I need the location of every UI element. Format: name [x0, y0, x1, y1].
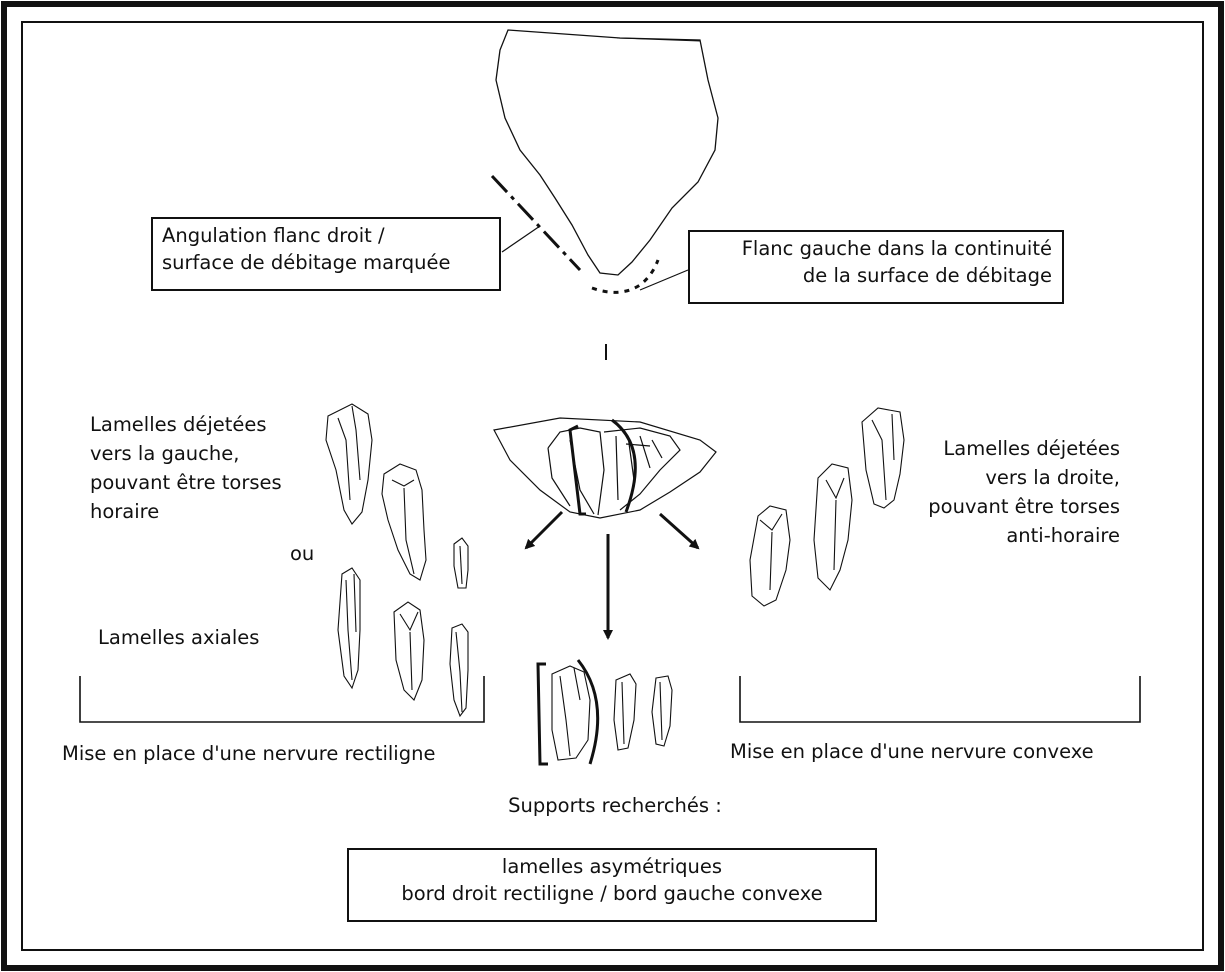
lamelles-droite-line-2: vers la droite,: [900, 463, 1120, 492]
left-group-bracket: [80, 676, 484, 722]
nervure-convexe-label: Mise en place d'une nervure convexe: [730, 738, 1094, 765]
lamelles-droite-line-4: anti-horaire: [900, 521, 1120, 550]
nervure-rectiligne-label: Mise en place d'une nervure rectiligne: [62, 740, 435, 767]
flanc-gauche-line-1: Flanc gauche dans la continuité: [690, 235, 1052, 262]
result-line-1: lamelles asymétriques: [349, 853, 875, 880]
lamelles-droite-line-1: Lamelles déjetées: [900, 434, 1120, 463]
angulation-line-2: surface de débitage marquée: [162, 249, 451, 276]
lamelles-gauche-line-1: Lamelles déjetées: [90, 410, 282, 439]
right-group-bracket: [740, 676, 1140, 722]
arrow-left: [526, 512, 562, 548]
supports-label: Supports recherchés :: [470, 792, 760, 819]
result-line-2: bord droit rectiligne / bord gauche conv…: [349, 880, 875, 907]
central-core: [494, 418, 716, 518]
right-flank-marker: [492, 176, 580, 270]
lamelles-droite-label: Lamelles déjetées vers la droite, pouvan…: [900, 434, 1120, 550]
lamelles-gauche-label: Lamelles déjetées vers la gauche, pouvan…: [90, 410, 282, 526]
bladelets-right-skewed: [750, 408, 904, 606]
lamelles-droite-line-3: pouvant être torses: [900, 492, 1120, 521]
core-rectilinear-bracket: [570, 426, 586, 514]
left-flank-marker: [592, 260, 658, 292]
ou-label: ou: [290, 540, 314, 567]
arrow-right: [660, 514, 698, 548]
flanc-gauche-line-2: de la surface de débitage: [690, 262, 1052, 289]
lamelles-gauche-line-3: pouvant être torses: [90, 468, 282, 497]
angulation-line-1: Angulation flanc droit /: [162, 222, 451, 249]
lamelles-gauche-line-4: horaire: [90, 497, 282, 526]
target-convex-bracket: [578, 660, 598, 764]
bladelets-axial: [338, 568, 468, 716]
flanc-gauche-label: Flanc gauche dans la continuité de la su…: [690, 235, 1052, 289]
target-rectilinear-bracket: [538, 664, 548, 764]
lamelles-gauche-line-2: vers la gauche,: [90, 439, 282, 468]
angulation-label: Angulation flanc droit / surface de débi…: [162, 222, 451, 276]
angulation-leader: [502, 226, 540, 252]
lamelles-axiales-label: Lamelles axiales: [98, 624, 259, 651]
result-label: lamelles asymétriques bord droit rectili…: [349, 853, 875, 907]
bladelets-left-skewed: [326, 404, 468, 588]
core-outline-top: [496, 30, 718, 275]
target-bladelets: [552, 666, 672, 760]
